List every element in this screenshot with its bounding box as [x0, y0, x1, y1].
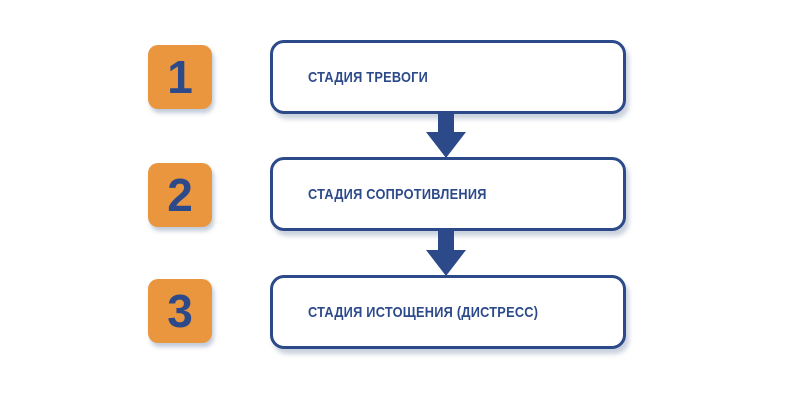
stage-box-2: СТАДИЯ СОПРОТИВЛЕНИЯ	[270, 157, 626, 231]
stage-number-badge-1: 1	[148, 45, 212, 109]
stage-label-2: СТАДИЯ СОПРОТИВЛЕНИЯ	[308, 185, 487, 203]
down-arrow-icon	[426, 230, 466, 276]
stage-label-3: СТАДИЯ ИСТОЩЕНИЯ (ДИСТРЕСС)	[308, 303, 539, 321]
stage-box-3: СТАДИЯ ИСТОЩЕНИЯ (ДИСТРЕСС)	[270, 275, 626, 349]
stage-label-1: СТАДИЯ ТРЕВОГИ	[308, 68, 429, 86]
down-arrow-icon	[426, 112, 466, 158]
stage-box-1: СТАДИЯ ТРЕВОГИ	[270, 40, 626, 114]
stage-number-badge-2: 2	[148, 163, 212, 227]
stage-number-badge-3: 3	[148, 279, 212, 343]
